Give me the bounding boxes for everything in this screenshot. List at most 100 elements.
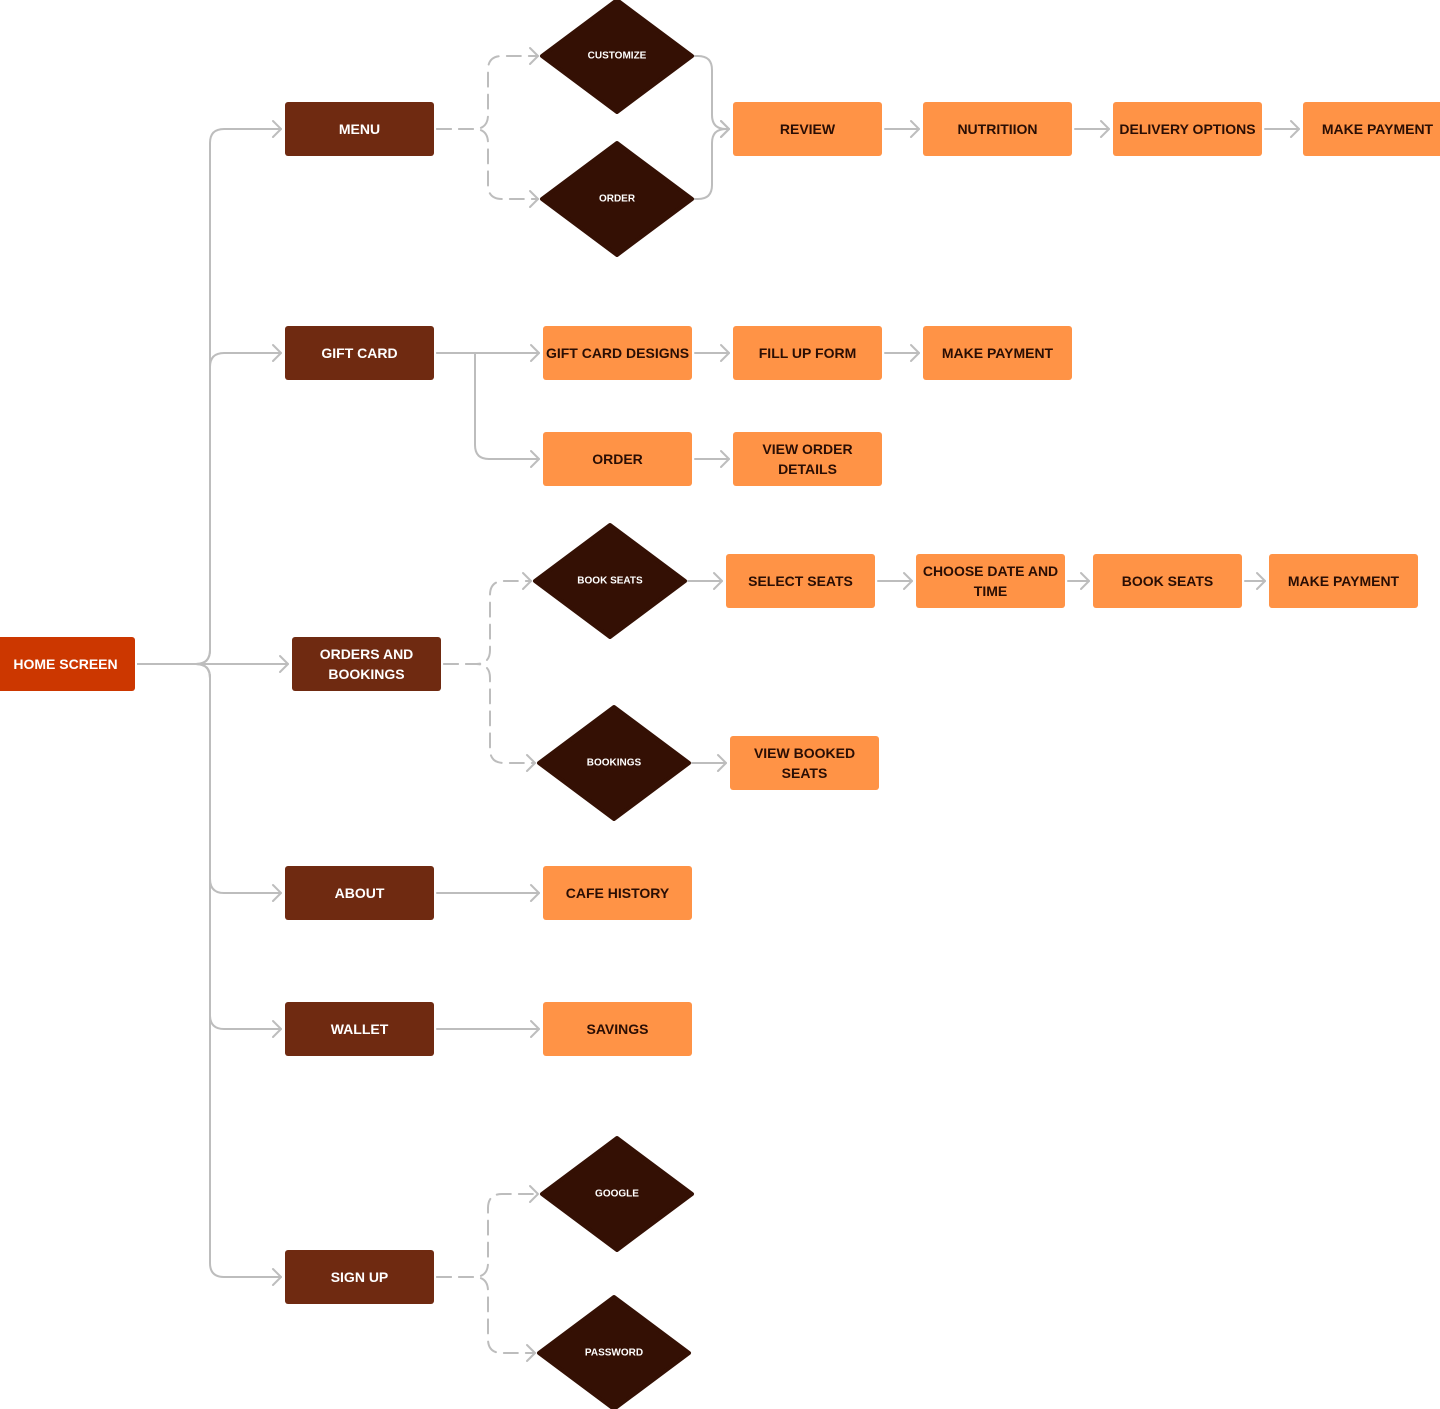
node-gc-form[interactable]: FILL UP FORM [733, 326, 882, 380]
node-about[interactable]: ABOUT [285, 866, 434, 920]
node-giftcard[interactable]: GIFT CARD [285, 326, 434, 380]
arrow-head-icon [272, 1020, 282, 1038]
dashed-connector [443, 580, 532, 665]
root-box [0, 637, 135, 691]
node-label: MAKE PAYMENT [1322, 121, 1434, 137]
node-label: PASSWORD [585, 1348, 643, 1359]
arrow-head-icon [1100, 120, 1110, 138]
connectors-layer [137, 47, 1300, 1362]
node-wallet[interactable]: WALLET [285, 1002, 434, 1056]
edge-about-to-cafe-history [436, 884, 540, 902]
node-label: SIGN UP [331, 1269, 389, 1285]
section-box [285, 866, 434, 920]
edge-menu-to-menu-order [436, 128, 539, 208]
arrow-head-icon [529, 47, 539, 65]
arrow-head-icon [272, 344, 282, 362]
node-delivery[interactable]: DELIVERY OPTIONS [1113, 102, 1262, 156]
node-label: VIEW BOOKED [754, 745, 855, 761]
node-gc-payment[interactable]: MAKE PAYMENT [923, 326, 1072, 380]
arrow-head-icon [720, 120, 730, 138]
node-menu[interactable]: MENU [285, 102, 434, 156]
decision-diamond [540, 1136, 694, 1252]
step-box [1113, 102, 1262, 156]
node-customize[interactable]: CUSTOMIZE [540, 0, 694, 114]
step-box [733, 102, 882, 156]
node-ob-payment[interactable]: MAKE PAYMENT [1269, 554, 1418, 608]
node-label: TIME [974, 583, 1007, 599]
node-label: ORDER [592, 451, 643, 467]
node-select-seats[interactable]: SELECT SEATS [726, 554, 875, 608]
edge-delivery-to-menu-payment [1264, 120, 1300, 138]
step-box [1269, 554, 1418, 608]
node-label: SAVINGS [587, 1021, 649, 1037]
dashed-connector [436, 128, 539, 200]
edge-home-to-signup [137, 663, 282, 1286]
section-box [285, 102, 434, 156]
section-box [292, 637, 441, 691]
node-gc-order[interactable]: ORDER [543, 432, 692, 486]
edge-menu-order-to-review [693, 120, 730, 200]
decision-diamond [540, 141, 694, 257]
node-label: GIFT CARD [321, 345, 397, 361]
edge-review-to-nutrition [884, 120, 920, 138]
arrow-head-icon [910, 344, 920, 362]
arrow-head-icon [272, 120, 282, 138]
arrow-head-icon [717, 754, 727, 772]
node-label: SELECT SEATS [748, 573, 853, 589]
node-password[interactable]: PASSWORD [537, 1295, 691, 1409]
dashed-connector [436, 55, 539, 130]
solid-connector [693, 128, 730, 200]
node-book-seats[interactable]: BOOK SEATS [1093, 554, 1242, 608]
step-box [733, 326, 882, 380]
decision-diamond [540, 0, 694, 114]
arrow-head-icon [1080, 572, 1090, 590]
node-book-seats-d[interactable]: BOOK SEATS [533, 523, 687, 639]
node-view-booked[interactable]: VIEW BOOKED SEATS [730, 736, 879, 790]
node-menu-payment[interactable]: MAKE PAYMENT [1303, 102, 1440, 156]
step-box [543, 432, 692, 486]
section-box [285, 1002, 434, 1056]
node-label: ABOUT [335, 885, 385, 901]
node-gc-view[interactable]: VIEW ORDER DETAILS [733, 432, 882, 486]
arrow-head-icon [530, 884, 540, 902]
step-box [916, 554, 1065, 608]
dashed-connector [436, 1193, 539, 1278]
node-label: ORDERS AND [320, 646, 414, 662]
arrow-head-icon [272, 1268, 282, 1286]
node-signup[interactable]: SIGN UP [285, 1250, 434, 1304]
node-choose-date[interactable]: CHOOSE DATE AND TIME [916, 554, 1065, 608]
arrow-head-icon [530, 450, 540, 468]
node-bookings-d[interactable]: BOOKINGS [537, 705, 691, 821]
edge-choose-date-to-book-seats [1067, 572, 1090, 590]
node-label: BOOKINGS [328, 666, 404, 682]
solid-connector [436, 352, 540, 460]
node-savings[interactable]: SAVINGS [543, 1002, 692, 1056]
edge-select-seats-to-choose-date [877, 572, 913, 590]
node-menu-order[interactable]: ORDER [540, 141, 694, 257]
node-label: GIFT CARD DESIGNS [546, 345, 689, 361]
solid-connector [137, 663, 282, 1278]
step-box [1303, 102, 1440, 156]
node-home[interactable]: HOME SCREEN [0, 637, 135, 691]
node-gc-designs[interactable]: GIFT CARD DESIGNS [543, 326, 692, 380]
node-label: DETAILS [778, 461, 837, 477]
node-cafe-history[interactable]: CAFE HISTORY [543, 866, 692, 920]
node-label: CHOOSE DATE AND [923, 563, 1058, 579]
node-google[interactable]: GOOGLE [540, 1136, 694, 1252]
node-label: SEATS [782, 765, 828, 781]
step-box [726, 554, 875, 608]
edge-signup-to-google [436, 1185, 539, 1278]
node-orders[interactable]: ORDERS AND BOOKINGS [292, 637, 441, 691]
edge-orders-to-book-seats-d [443, 572, 532, 665]
edge-nutrition-to-delivery [1074, 120, 1110, 138]
node-label: BOOK SEATS [577, 576, 643, 587]
edge-bookings-d-to-view-booked [691, 754, 727, 772]
arrow-head-icon [903, 572, 913, 590]
node-review[interactable]: REVIEW [733, 102, 882, 156]
arrow-head-icon [713, 572, 723, 590]
step-box [543, 326, 692, 380]
node-label: VIEW ORDER [762, 441, 852, 457]
node-nutrition[interactable]: NUTRITIION [923, 102, 1072, 156]
edge-gc-form-to-gc-payment [884, 344, 920, 362]
